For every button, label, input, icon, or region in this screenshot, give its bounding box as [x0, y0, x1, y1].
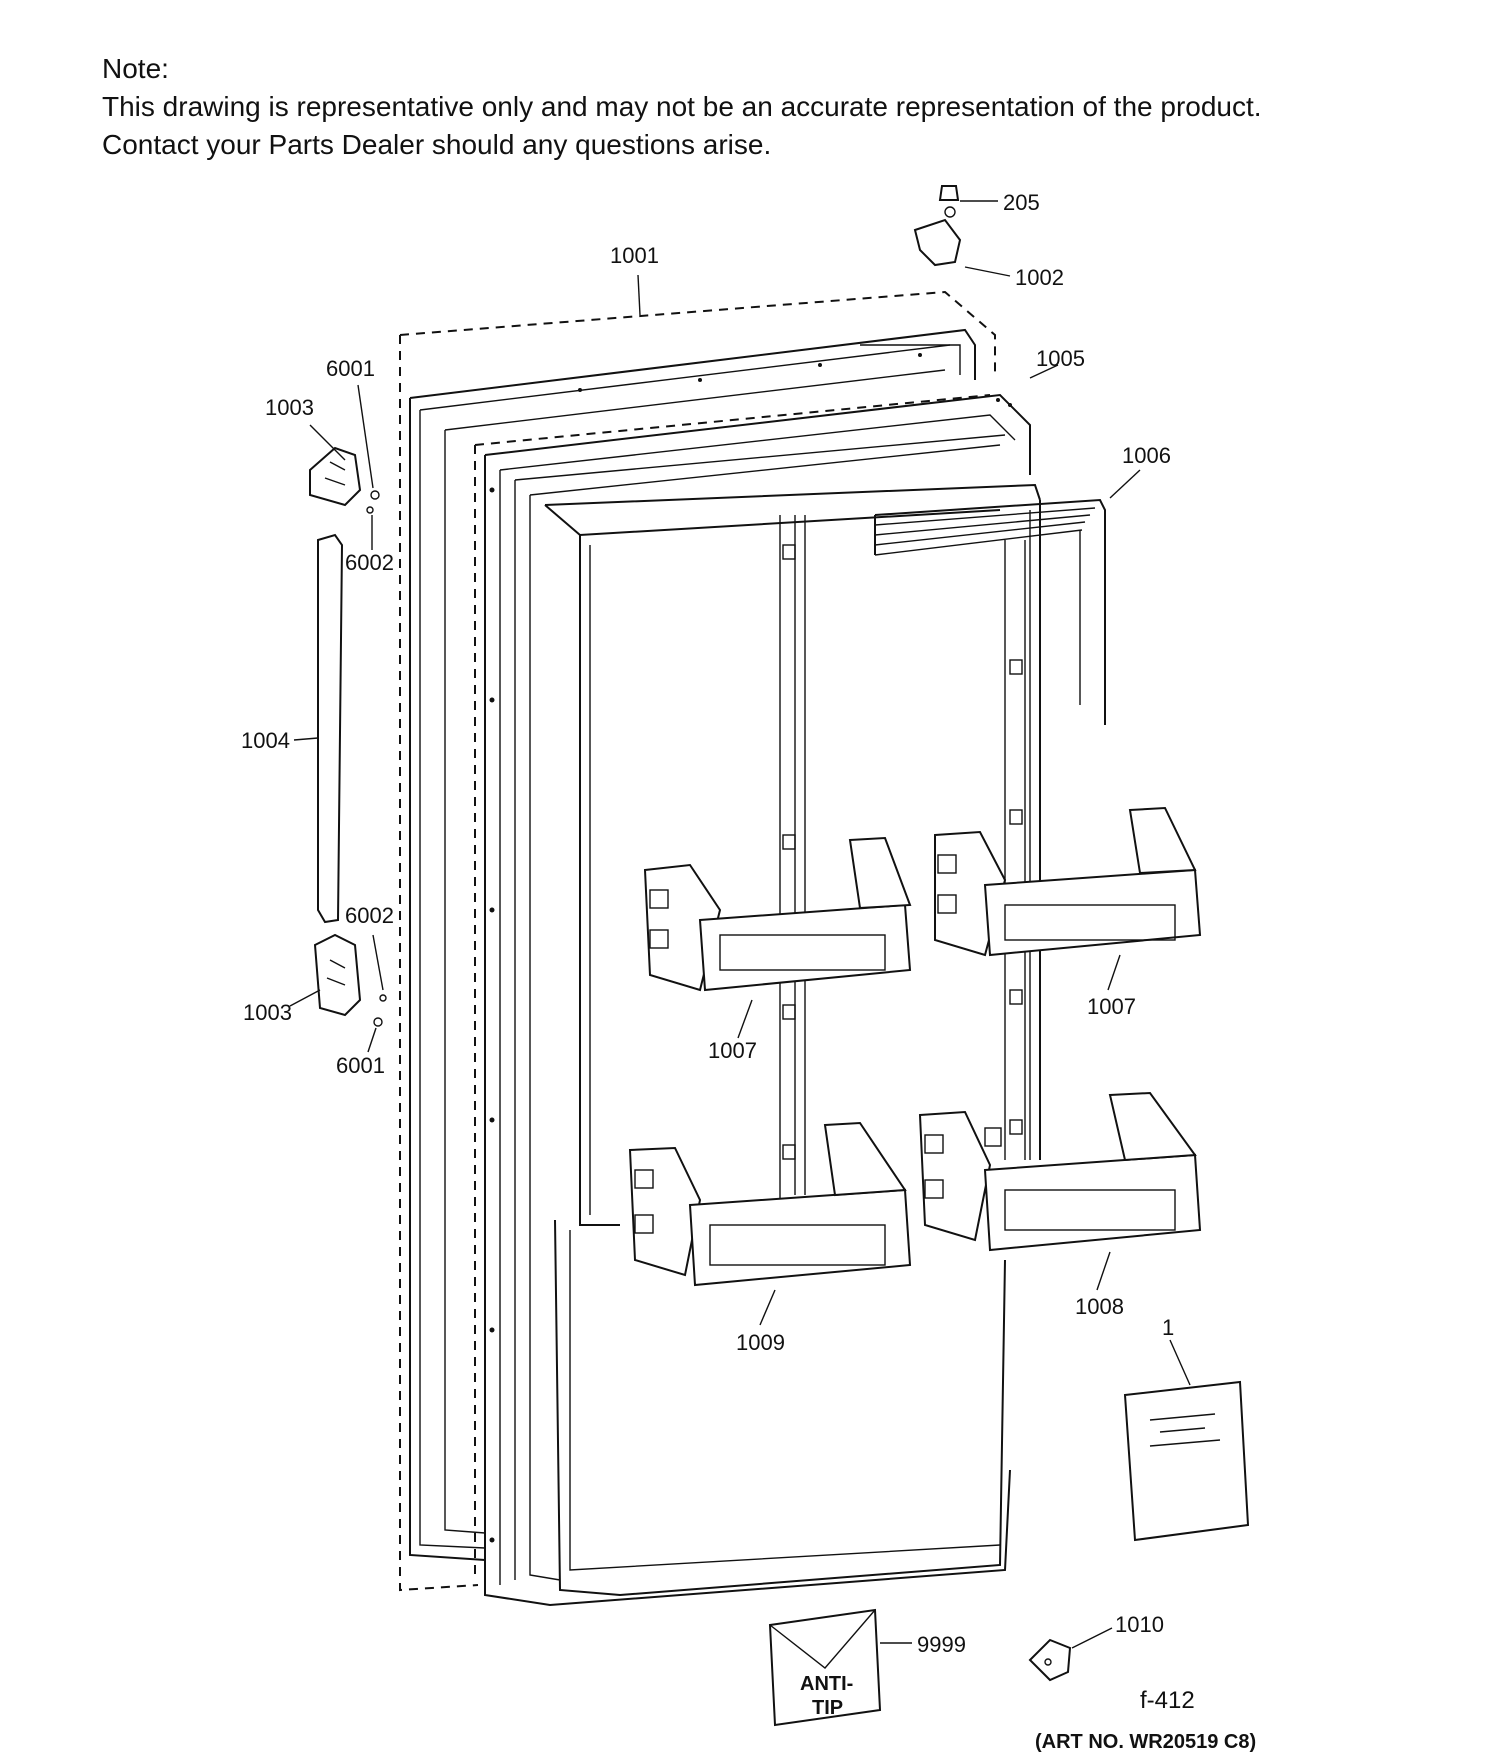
- note-line-2: Contact your Parts Dealer should any que…: [102, 129, 772, 160]
- handle-bar-1004: [317, 533, 344, 924]
- callout-1004: 1004: [241, 728, 290, 753]
- handle-mount-bottom-1003: [313, 933, 362, 1017]
- owners-manual-1: [1123, 1380, 1250, 1542]
- bracket-1010: [1028, 1638, 1072, 1682]
- packet-line-1: ANTI-: [800, 1673, 853, 1695]
- door-bin-upper-left: [643, 836, 912, 992]
- inner-door-liner: [484, 393, 1031, 1607]
- callout-6002-bottom: 6002: [345, 903, 394, 928]
- callout-1007-left: 1007: [708, 1038, 757, 1063]
- door-bin-upper-right: [934, 806, 1202, 957]
- callout-1008: 1008: [1075, 1294, 1124, 1319]
- note-line-1: This drawing is representative only and …: [102, 91, 1262, 122]
- callout-1005: 1005: [1036, 346, 1085, 371]
- callout-1003-bottom: 1003: [243, 1000, 292, 1025]
- door-assembly-dashed-outline: [399, 290, 996, 1592]
- anti-tip-packet-9999: ANTI- TIP: [768, 1608, 882, 1727]
- inner-door-panel: [544, 483, 1041, 1597]
- door-bin-lower-left: [628, 1121, 912, 1287]
- callout-1009: 1009: [736, 1330, 785, 1355]
- door-bin-lower-right: [918, 1091, 1202, 1252]
- callout-1010: 1010: [1115, 1612, 1164, 1637]
- figure-number: f-412: [1140, 1687, 1195, 1714]
- callout-205: 205: [1003, 190, 1040, 215]
- handle-mount-top-1003: [309, 446, 362, 507]
- callout-labels: 205 1002 1001 1005 6001 1003 1006 6002 1…: [241, 190, 1174, 1657]
- callout-1006: 1006: [1122, 443, 1171, 468]
- gasket-dashed-outline: [474, 394, 991, 1580]
- packet-line-2: TIP: [812, 1697, 843, 1719]
- hinge-pin-205: [938, 185, 960, 201]
- callout-1: 1: [1162, 1315, 1174, 1340]
- screw-6001-top: [370, 490, 380, 500]
- callout-6001-top: 6001: [326, 356, 375, 381]
- callout-6001-bottom: 6001: [336, 1053, 385, 1078]
- callout-9999: 9999: [917, 1632, 966, 1657]
- door-gasket-1006: [874, 498, 1106, 725]
- note-heading: Note:: [102, 53, 169, 84]
- screw-6002-bottom: [379, 994, 387, 1002]
- art-number: (ART NO. WR20519 C8): [1035, 1731, 1256, 1753]
- callout-1003-top: 1003: [265, 395, 314, 420]
- callout-1007-right: 1007: [1087, 994, 1136, 1019]
- outer-door-panel: [409, 328, 976, 1561]
- callout-6002-top: 6002: [345, 550, 394, 575]
- top-hinge-1002: [913, 206, 962, 267]
- disclaimer-note: Note: This drawing is representative onl…: [102, 50, 1262, 164]
- leader-lines: [289, 200, 1191, 1649]
- callout-1002: 1002: [1015, 265, 1064, 290]
- callout-1001: 1001: [610, 243, 659, 268]
- screw-6001-bottom: [373, 1017, 383, 1027]
- screw-6002-top: [366, 506, 374, 514]
